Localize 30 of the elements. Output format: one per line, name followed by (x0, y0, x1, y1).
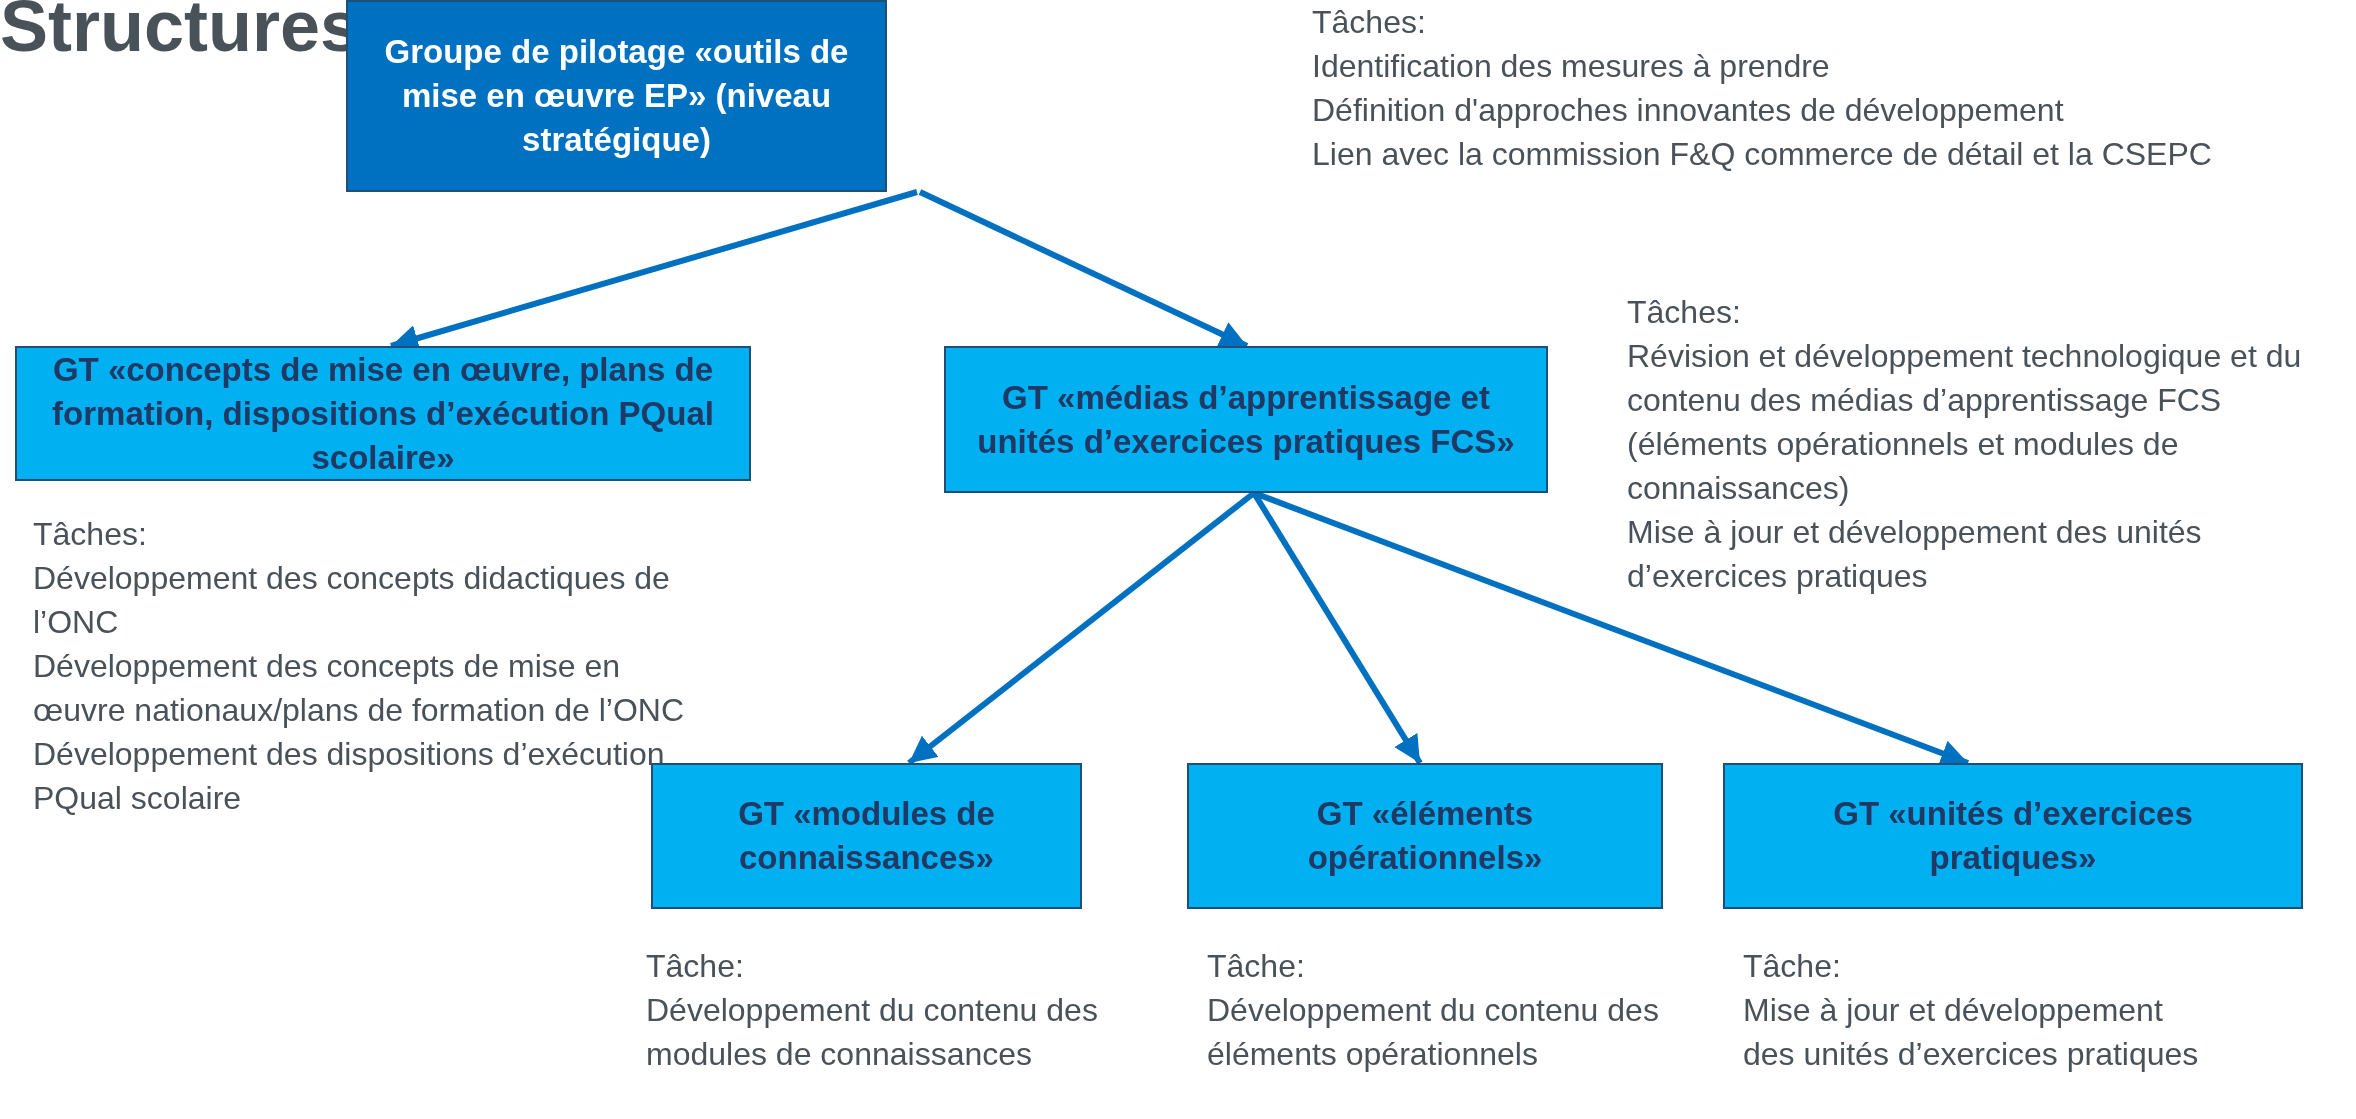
group-name: GT «concepts de mise en œuvre, plans de formation, dispositions d’exécution PQual scolaire» (51, 349, 715, 478)
task-heading: Tâche: (1207, 947, 1306, 986)
task-heading: Tâche: (646, 947, 745, 986)
group-name: GT «unités d’exercices pratiques» (1832, 794, 2194, 878)
task-item: Définition d'approches innovantes de développement (1312, 91, 2065, 130)
task-item: Révision et développement technologique et du contenu des médias d’apprentissage FCS (éléments opérationnels et modules de connaissances) (1627, 337, 2303, 508)
task-heading: Tâches: (33, 515, 148, 554)
task-heading: Tâches: (1312, 3, 1427, 42)
group-box (1723, 763, 2303, 909)
group-name: Groupe de pilotage «outils de mise en œuvre EP» (niveau stratégique) (383, 32, 850, 160)
task-heading: Tâches: (1627, 293, 1742, 332)
task-heading: Tâche: (1743, 947, 1842, 986)
group-name: GT «modules de connaissances» (737, 794, 996, 878)
group-name: GT «éléments opérationnels» (1306, 794, 1544, 878)
task-item: Développement du contenu des éléments opérationnels (1207, 991, 1660, 1074)
task-item: Développement des dispositions d’exécution PQual scolaire (33, 735, 666, 818)
task-item: Développement du contenu des modules de connaissances (646, 991, 1099, 1074)
task-item: Mise à jour et développement des unités d’exercices pratiques (1743, 991, 2200, 1074)
group-name: GT «médias d’apprentissage et unités d’exercices pratiques FCS» (976, 377, 1516, 462)
group-box (651, 763, 1082, 909)
task-item: Mise à jour et développement des unités d’exercices pratiques (1627, 513, 2203, 596)
group-box (346, 0, 887, 192)
task-item: Identification des mesures à prendre (1312, 47, 1831, 86)
arrow (918, 189, 1249, 349)
task-item: Développement des concepts didactiques de l’ONC (33, 559, 671, 642)
task-item: Lien avec la commission F&Q commerce de détail et la CSEPC (1312, 135, 2213, 174)
slide-title: Structures (0, 0, 361, 66)
group-box (944, 346, 1548, 493)
group-box (1187, 763, 1663, 909)
task-item: Développement des concepts de mise en œuvre nationaux/plans de formation de l’ONC (33, 647, 685, 730)
